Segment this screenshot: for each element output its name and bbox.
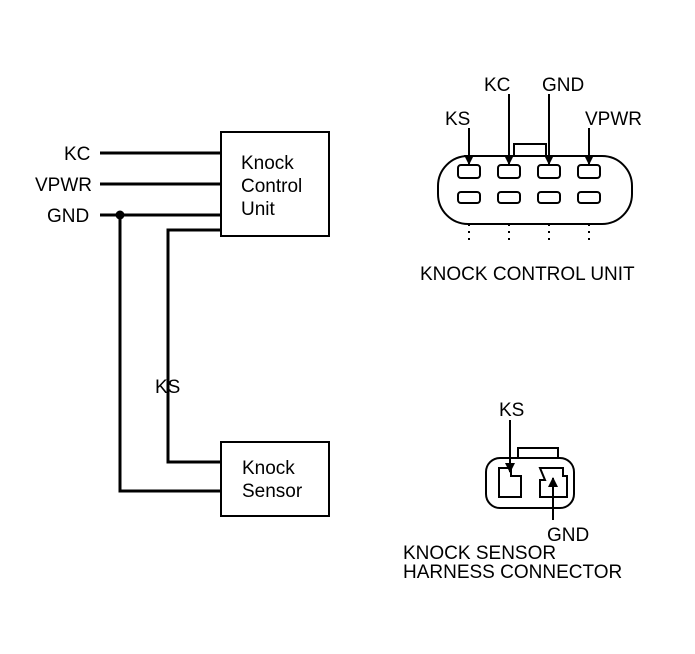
schematic: Knock Control Unit Knock Sensor KC VPWR …	[35, 131, 330, 517]
sensor-connector: KS GND KNOCK SENSOR HARNESS CONNECTOR	[403, 400, 622, 583]
sensor-caption-line2: HARNESS CONNECTOR	[403, 562, 622, 583]
pin-4-bottom	[577, 191, 601, 204]
control-unit-label-line3: Unit	[241, 199, 276, 220]
connector-vpwr-label: VPWR	[585, 109, 642, 130]
control-unit-label-line2: Control	[241, 176, 302, 197]
sensor-label-line1: Knock	[242, 458, 295, 479]
ks-wire	[166, 228, 221, 464]
connector-body	[437, 155, 633, 225]
pin-ks-top	[457, 164, 481, 179]
pin-3-bottom	[537, 191, 561, 204]
gnd-sensor-wire	[118, 215, 221, 493]
knock-sensor-box	[220, 441, 330, 517]
control-unit-label-line1: Knock	[241, 153, 294, 174]
kc-wire-label: KC	[64, 144, 90, 165]
control-unit-connector: KS KC GND VPWR KNOCK CONTROL UNIT	[420, 75, 642, 285]
control-unit-caption: KNOCK CONTROL UNIT	[420, 264, 635, 285]
pin-kc-top	[497, 164, 521, 179]
gnd-wire-label: GND	[47, 206, 89, 227]
sensor-gnd-label: GND	[547, 525, 589, 546]
pin-1-bottom	[457, 191, 481, 204]
knock-control-unit-box	[220, 131, 330, 237]
connector-ks-label: KS	[445, 109, 470, 130]
sensor-ks-label: KS	[499, 400, 524, 421]
connector-gnd-label: GND	[542, 75, 584, 96]
sensor-caption-line1: KNOCK SENSOR	[403, 543, 556, 564]
pin-gnd-top	[537, 164, 561, 179]
connector-kc-label: KC	[484, 75, 510, 96]
ks-wire-label: KS	[155, 377, 180, 398]
pin-vpwr-top	[577, 164, 601, 179]
pin-2-bottom	[497, 191, 521, 204]
vpwr-wire-label: VPWR	[35, 175, 92, 196]
sensor-gnd-cavity	[538, 467, 568, 498]
sensor-label-line2: Sensor	[242, 481, 303, 502]
